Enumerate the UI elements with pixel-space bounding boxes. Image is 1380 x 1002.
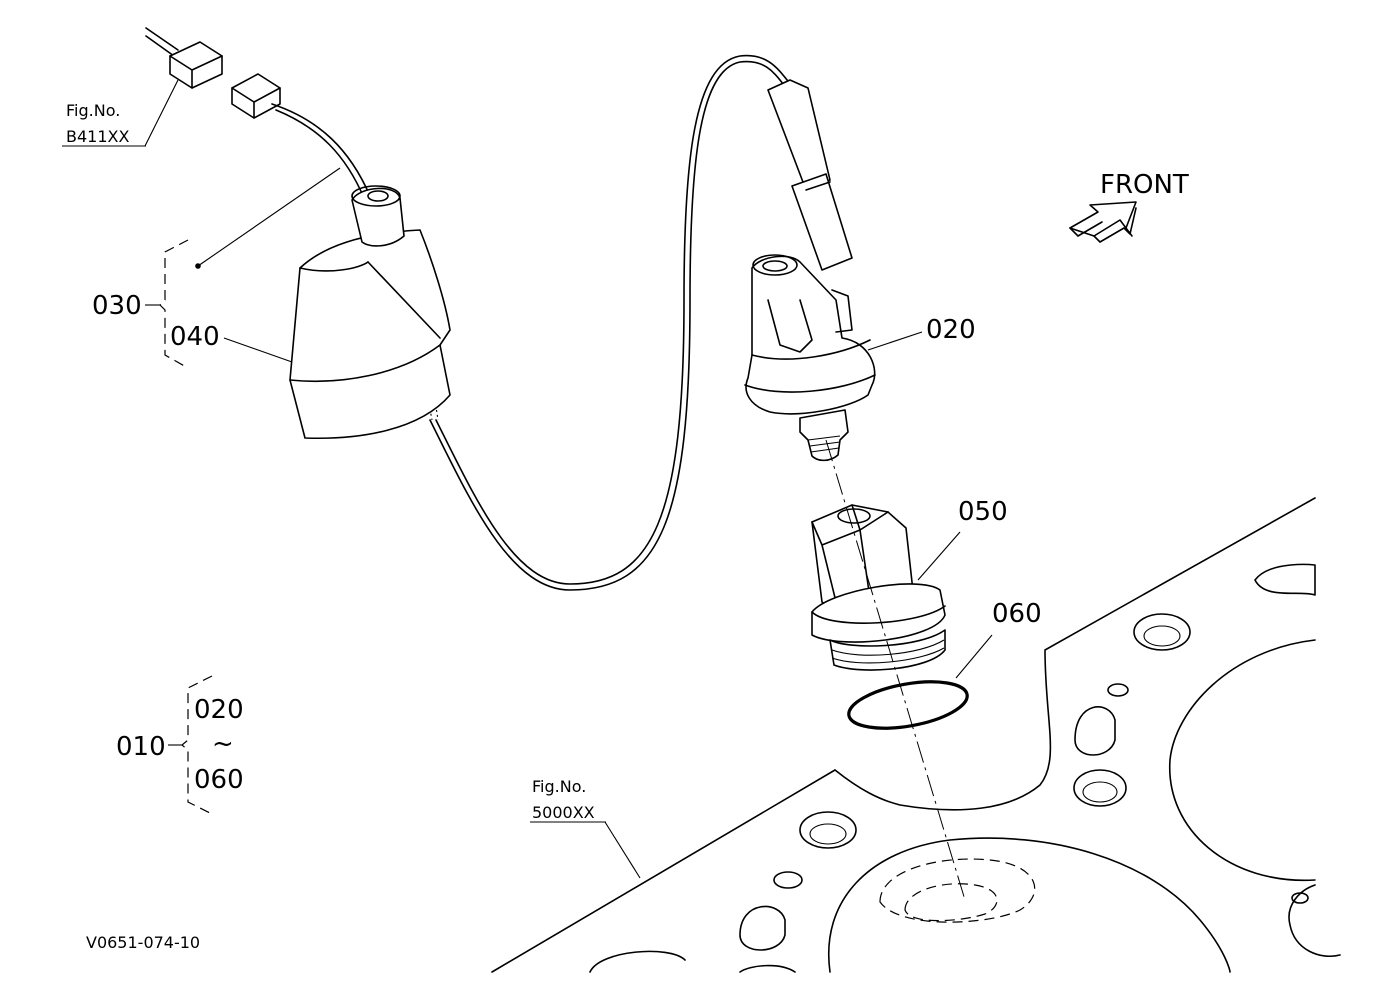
part-040-label[interactable]: 040 bbox=[170, 322, 220, 352]
part-020-label[interactable]: 020 bbox=[926, 315, 976, 345]
part-060-label[interactable]: 060 bbox=[992, 599, 1042, 629]
fig-ref-top-label[interactable]: B411XX bbox=[66, 127, 129, 146]
part-030-label[interactable]: 030 bbox=[92, 291, 142, 321]
front-direction-arrow-icon bbox=[1069, 201, 1137, 243]
fig-ref-bottom-label[interactable]: 5000XX bbox=[532, 803, 595, 822]
range-separator: ~ bbox=[212, 729, 234, 759]
range-start-label: 020 bbox=[194, 695, 244, 725]
wire-harness bbox=[145, 27, 795, 591]
adapter-050 bbox=[811, 504, 946, 671]
cylinder-head-outline bbox=[491, 497, 1341, 973]
part-010-label[interactable]: 010 bbox=[116, 732, 166, 762]
leader-lines bbox=[62, 79, 993, 879]
o-ring-060 bbox=[847, 680, 969, 730]
assembly-centerline bbox=[825, 439, 966, 901]
fig-no-bottom-label: Fig.No. bbox=[532, 777, 586, 796]
fig-no-top-label: Fig.No. bbox=[66, 101, 120, 120]
front-label: FRONT bbox=[1100, 170, 1189, 200]
range-end-label: 060 bbox=[194, 765, 244, 795]
oil-pressure-switch-020 bbox=[744, 79, 876, 462]
rubber-boot-040 bbox=[289, 185, 451, 440]
drawing-id-label: V0651-074-10 bbox=[86, 933, 200, 952]
part-050-label[interactable]: 050 bbox=[958, 497, 1008, 527]
